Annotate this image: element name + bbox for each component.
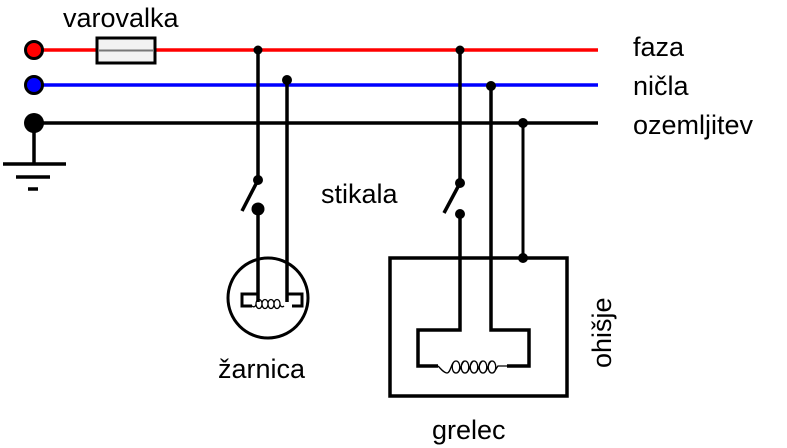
neutral-terminal [24, 75, 44, 95]
earth-label: ozemljitev [633, 110, 754, 140]
neutral-label: ničla [633, 71, 690, 101]
lamp-branch [226, 45, 310, 340]
fuse [95, 36, 157, 65]
phase-terminal [24, 40, 44, 60]
lamp-switch[interactable] [240, 179, 260, 212]
fuse-label: varovalka [63, 3, 180, 33]
lamp-label: žarnica [218, 354, 306, 384]
heater-branch [388, 45, 569, 398]
heater-label: grelec [432, 415, 506, 445]
heater-housing [388, 256, 569, 398]
heater-switch[interactable] [442, 182, 462, 214]
housing-label: ohišje [587, 297, 617, 368]
lamp-icon [226, 256, 310, 340]
phase-label: faza [633, 32, 685, 62]
ground-icon [3, 123, 66, 191]
heating-element-icon [416, 328, 531, 374]
switches-label: stikala [321, 179, 399, 209]
